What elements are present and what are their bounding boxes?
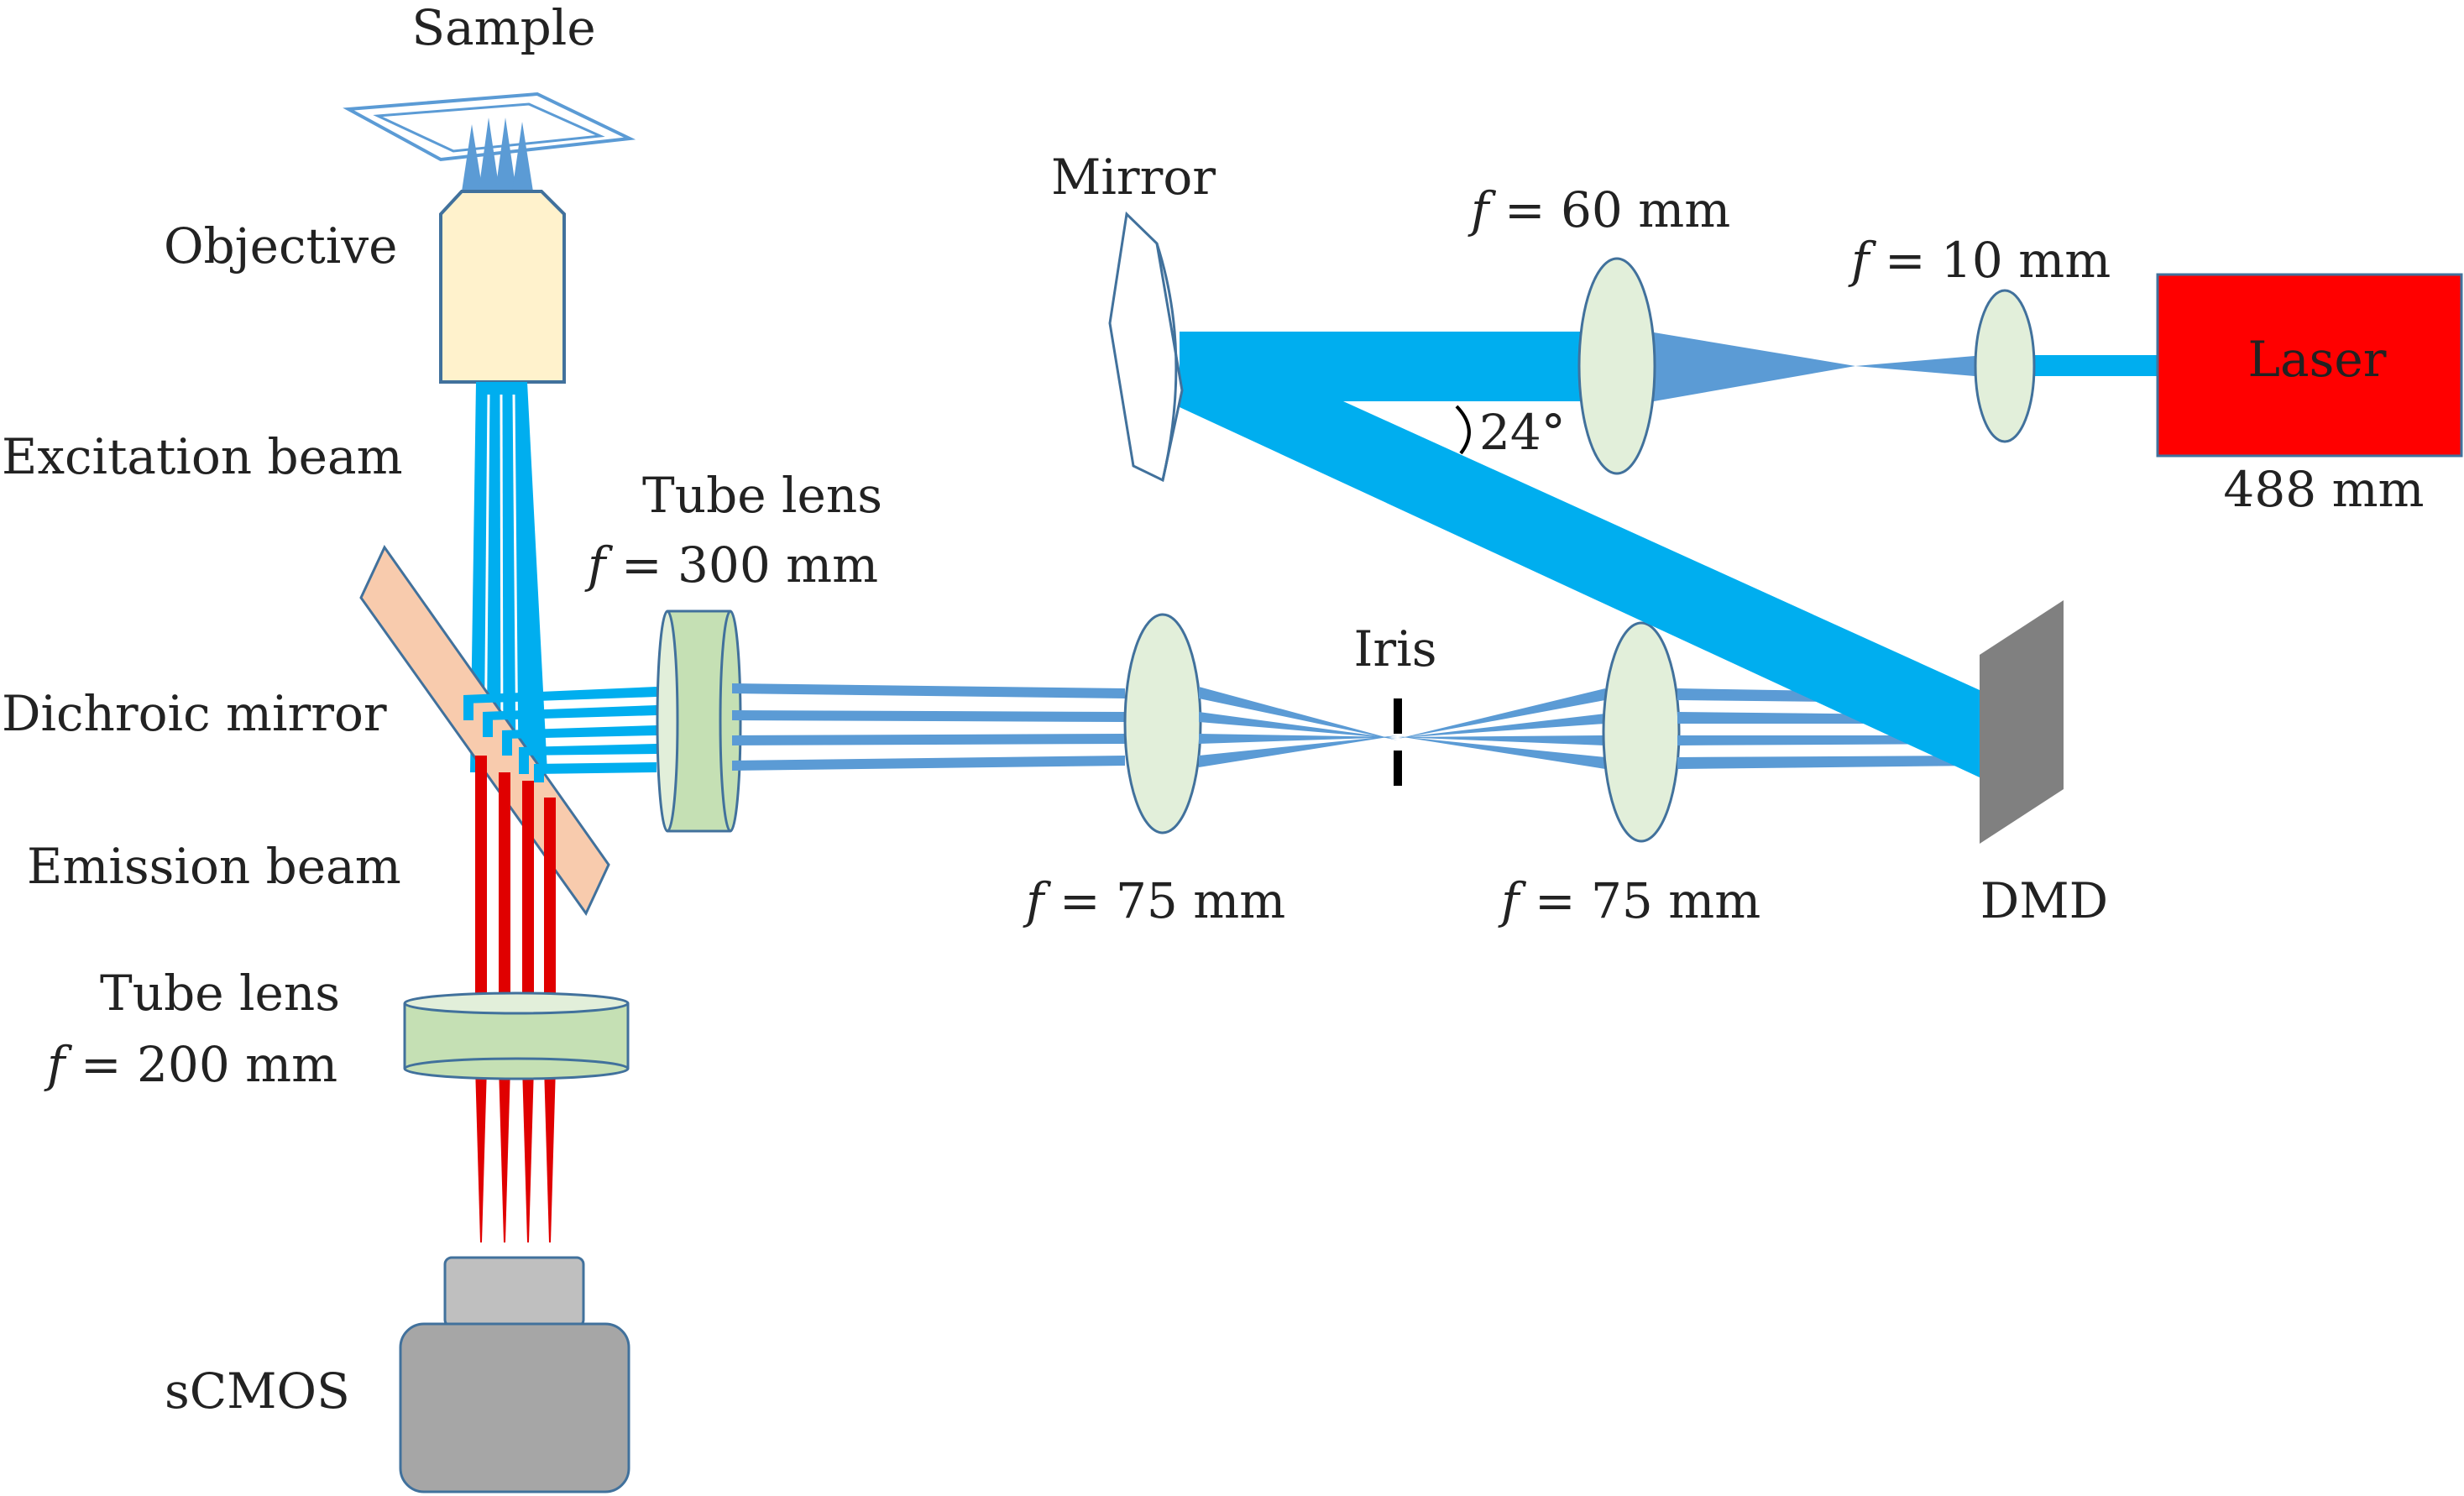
- label-lens-75-a-focal: = 75 mm: [1059, 872, 1285, 929]
- label-emission-beam: Emission beam: [27, 838, 401, 895]
- label-lens-60-f: f: [1467, 181, 1497, 238]
- label-dichroic-mirror: Dichroic mirror: [2, 685, 387, 742]
- label-lens-75-b-focal: = 75 mm: [1535, 872, 1760, 929]
- label-lens-10-f: f: [1848, 232, 1877, 289]
- iris-crossing-beams: [1199, 687, 1605, 769]
- label-dmd: DMD: [1980, 872, 2108, 929]
- excitation-beam-upper: [470, 382, 547, 772]
- sample: [343, 92, 636, 162]
- tube-lens-200: [403, 991, 630, 1080]
- label-tube-lens-300-name: Tube lens: [642, 467, 882, 524]
- beam-mirror-to-dmd: [1180, 332, 1980, 777]
- mirror: [1108, 211, 1184, 483]
- relay-beams-left: [732, 683, 1125, 771]
- sample-illumination-beams: [462, 118, 533, 191]
- laser: [2156, 273, 2463, 458]
- lens-10: [1974, 289, 2036, 443]
- dmd: [1980, 600, 2064, 844]
- angle-arc: [1455, 405, 1471, 455]
- label-mirror: Mirror: [1051, 149, 1216, 206]
- lens-75-b: [1602, 621, 1681, 843]
- label-laser: Laser: [2248, 331, 2387, 388]
- lens-75-a: [1123, 613, 1202, 834]
- label-lens-10-focal: = 10 mm: [1885, 232, 2111, 289]
- scmos-camera: [399, 1256, 630, 1493]
- label-laser-wavelength: 488 mm: [2223, 461, 2424, 518]
- label-tube-lens-300-f: f: [584, 536, 614, 594]
- objective: [439, 190, 566, 384]
- iris: [1394, 698, 1402, 786]
- beam-lens10-to-focus: [1855, 356, 1975, 376]
- label-tube-lens-200-f: f: [44, 1036, 73, 1093]
- label-excitation-beam: Excitation beam: [2, 428, 403, 485]
- lens-60: [1577, 257, 1656, 475]
- label-angle: 24°: [1479, 404, 1566, 461]
- label-objective: Objective: [164, 217, 397, 275]
- tube-lens-300: [656, 609, 742, 833]
- laser-output-beam: [2033, 355, 2159, 376]
- label-lens-60-focal: = 60 mm: [1504, 181, 1730, 238]
- label-lens-75-a-f: f: [1023, 872, 1052, 929]
- label-lens-75-b-f: f: [1498, 872, 1527, 929]
- label-tube-lens-200-name: Tube lens: [100, 965, 340, 1022]
- label-tube-lens-200-focal: = 200 mm: [81, 1036, 337, 1093]
- label-scmos: sCMOS: [165, 1363, 350, 1420]
- label-tube-lens-300-focal: = 300 mm: [621, 536, 878, 594]
- excitation-beams-horizontal: [463, 687, 657, 782]
- emission-beams: [475, 756, 556, 1242]
- beam-focus-to-lens60: [1654, 332, 1855, 401]
- label-sample: Sample: [411, 0, 595, 56]
- label-iris: Iris: [1354, 620, 1437, 677]
